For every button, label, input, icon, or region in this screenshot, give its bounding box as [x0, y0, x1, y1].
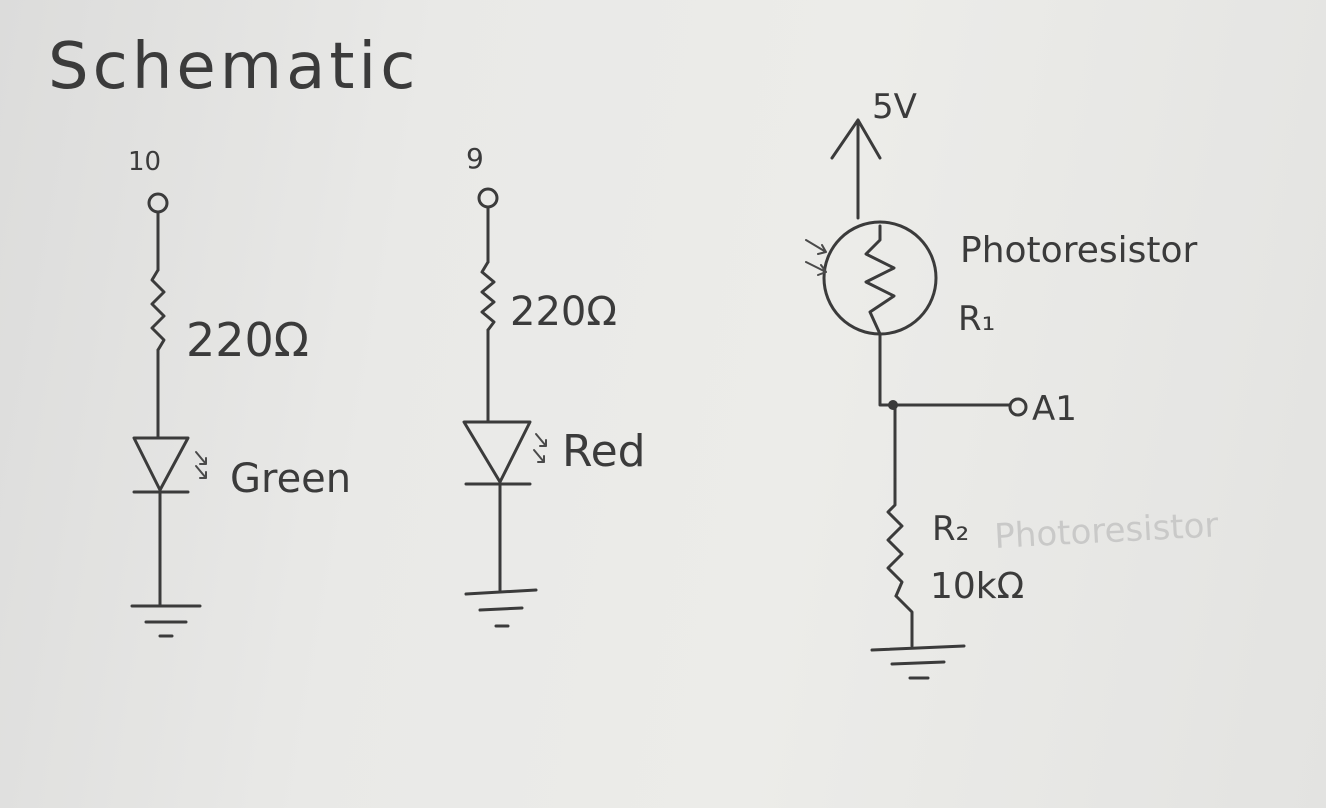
light-arrows-red — [533, 433, 547, 463]
r2-value-label: 10kΩ — [930, 566, 1024, 607]
r1-label: R₁ — [958, 299, 995, 339]
pin-label-9: 9 — [466, 142, 484, 175]
bleed-through-text: Photoresistor — [993, 505, 1219, 557]
output-label: A1 — [1032, 389, 1077, 429]
ground-symbol-red — [464, 588, 538, 628]
supply-label: 5V — [872, 87, 917, 127]
resistor-220-red — [480, 260, 496, 332]
light-arrows-green — [195, 451, 207, 479]
led-label-green: Green — [230, 456, 351, 502]
wire-photoresistor-to-junction — [878, 332, 897, 482]
title: Schematic — [48, 30, 419, 104]
supply-arrow — [830, 118, 882, 220]
resistor-220-green — [150, 268, 166, 352]
resistor-label-green: 220Ω — [186, 313, 309, 367]
resistor-label-red: 220Ω — [510, 289, 617, 335]
a1-terminal — [1008, 397, 1028, 417]
led-label-red: Red — [562, 426, 646, 477]
red-led-circuit: 9 220Ω Red — [462, 142, 646, 628]
ground-symbol-green — [130, 604, 202, 638]
r2-label: R₂ — [932, 509, 969, 549]
green-led-circuit: 10 220Ω Green — [128, 147, 351, 638]
photoresistor-circuit: 5V Photoresistor R₁ A1 R₂ 10kΩ — [805, 87, 1198, 680]
led-green-symbol — [132, 436, 190, 494]
photoresistor-label: Photoresistor — [960, 230, 1198, 271]
resistor-10k — [886, 478, 904, 598]
pin-terminal-10 — [147, 192, 169, 214]
photoresistor-zigzag — [864, 224, 896, 336]
wire-resistor-to-ground — [894, 594, 914, 648]
led-red-symbol — [462, 420, 532, 486]
pin-label-10: 10 — [128, 147, 161, 177]
light-arrows-photoresistor — [805, 239, 827, 276]
pin-terminal-9 — [477, 187, 499, 209]
ground-symbol-photoresistor — [870, 644, 966, 680]
